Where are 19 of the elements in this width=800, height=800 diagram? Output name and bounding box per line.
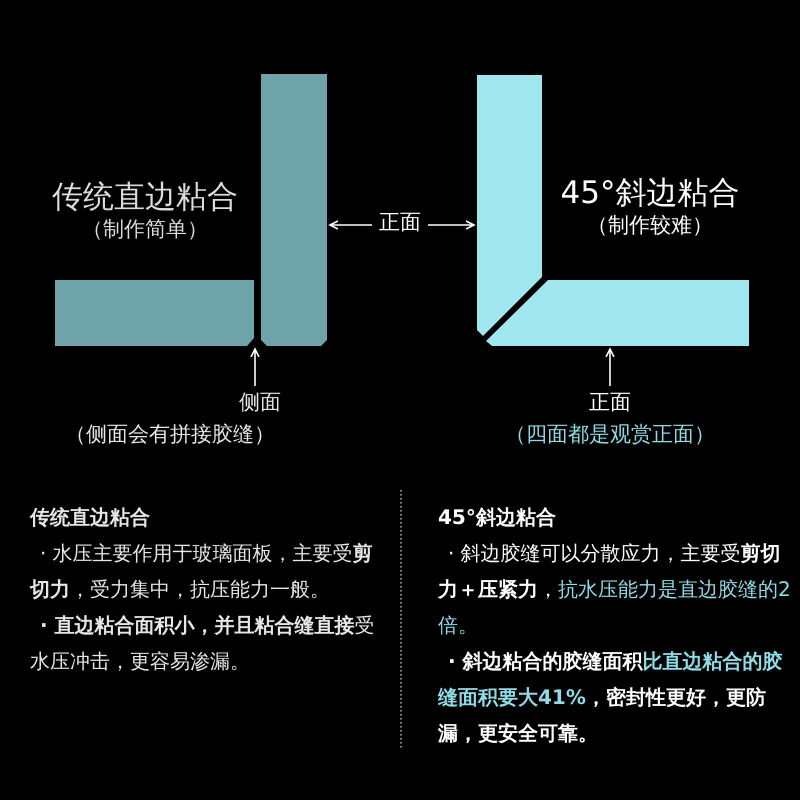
section-heading: 传统直边粘合 — [30, 504, 151, 531]
view-label: 正面 — [588, 389, 632, 416]
section-heading: 45°斜边粘合 — [438, 504, 557, 531]
bullet-text: · 斜边胶缝可以分散应力，主要受剪切力＋压紧力，抗水压能力是直边胶缝的2倍。 — [438, 540, 792, 639]
bullet-text: · 斜边粘合的胶缝面积比直边粘合的胶缝面积要大41%，密封性更好，更防漏，更安全可靠。 — [438, 648, 784, 747]
heading: 45°斜边粘合 — [560, 174, 740, 213]
subheading: （制作较难） — [586, 212, 714, 239]
arrow — [428, 220, 475, 230]
note-text: （四面都是观赏正面） — [504, 421, 716, 448]
view-label: 侧面 — [238, 389, 282, 416]
heading: 传统直边粘合 — [51, 178, 239, 217]
note-text: （侧面会有拼接胶缝） — [64, 421, 276, 448]
bullet-text: · 直边粘合面积小，并且粘合缝直接受水压冲击，更容易渗漏。 — [30, 612, 375, 675]
view-label: 正面 — [378, 209, 422, 236]
arrow — [250, 348, 260, 386]
arrow — [329, 220, 372, 230]
arrow — [605, 348, 615, 386]
subheading: （制作简单） — [81, 216, 209, 243]
bullet-text: · 水压主要作用于玻璃面板，主要受剪切力，受力集中，抗压能力一般。 — [30, 540, 374, 603]
